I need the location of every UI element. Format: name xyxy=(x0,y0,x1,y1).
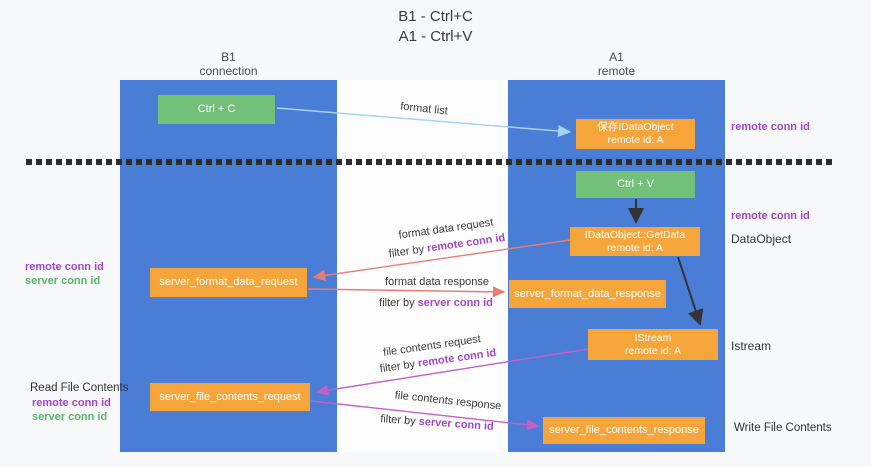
save-idataobject-box: 保存IDataObject remote id: A xyxy=(576,119,695,149)
annotation-read-file-contents: Read File Contents xyxy=(30,382,129,394)
title-line-2: A1 - Ctrl+V xyxy=(398,28,473,45)
server-format-data-response-box: server_format_data_response xyxy=(509,280,666,308)
annotation-left-server-conn-id-2: server conn id xyxy=(32,411,108,423)
dashed-separator-line xyxy=(26,159,832,165)
filter-by-text: filter by xyxy=(379,297,418,309)
filter-by-server-1-label: filter by server conn id xyxy=(379,297,493,309)
lane-a1-title: A1 xyxy=(609,50,624,64)
getdata-line2: remote id: A xyxy=(606,241,664,254)
idataobject-getdata-box: IDataObject::GetData remote id: A xyxy=(570,227,700,256)
annotation-left-remote-conn-id-1: remote conn id xyxy=(25,261,104,273)
annotation-dataobject: DataObject xyxy=(731,232,792,246)
ctrl-v-label: Ctrl + V xyxy=(617,178,654,190)
server-conn-id-text: server conn id xyxy=(417,297,493,309)
annotation-left-remote-conn-id-2: remote conn id xyxy=(32,397,111,409)
save-idataobject-line1: 保存IDataObject xyxy=(597,121,674,133)
server-format-data-request-box: server_format_data_request xyxy=(150,268,307,297)
istream-line1: IStream xyxy=(634,331,672,344)
lane-b1-title: B1 xyxy=(221,50,236,64)
annotation-write-file-contents: Write File Contents xyxy=(734,422,832,434)
server-file-contents-request-label: server_file_contents_request xyxy=(159,390,301,403)
lane-b1-subtitle: connection xyxy=(199,64,258,78)
server-file-contents-response-box: server_file_contents_response xyxy=(543,417,705,444)
title-line-1: B1 - Ctrl+C xyxy=(398,8,473,25)
ctrl-c-box: Ctrl + C xyxy=(158,95,275,124)
annotation-remote-conn-id-mid: remote conn id xyxy=(731,210,810,222)
ctrl-c-label: Ctrl + C xyxy=(197,103,236,115)
getdata-line1: IDataObject::GetData xyxy=(584,228,686,241)
server-file-contents-response-label: server_file_contents_response xyxy=(549,424,699,436)
lane-header-b1: B1 connection xyxy=(120,50,337,78)
server-format-data-request-label: server_format_data_request xyxy=(159,276,298,288)
lane-a1-subtitle: remote xyxy=(597,64,636,78)
server-file-contents-request-box: server_file_contents_request xyxy=(150,383,310,411)
save-idataobject-line2: remote id: A xyxy=(607,134,664,146)
diagram-title: B1 - Ctrl+C A1 - Ctrl+V xyxy=(0,7,871,47)
server-format-data-response-label: server_format_data_response xyxy=(514,287,661,300)
format-data-response-label: format data response xyxy=(385,276,489,288)
istream-line2: remote id: A xyxy=(624,344,682,357)
annotation-istream: Istream xyxy=(731,339,772,353)
ctrl-v-box: Ctrl + V xyxy=(576,171,695,198)
istream-box: IStream remote id: A xyxy=(588,329,718,360)
lane-header-a1: A1 remote xyxy=(508,50,725,78)
annotation-remote-conn-id-top: remote conn id xyxy=(731,121,810,133)
annotation-left-server-conn-id-1: server conn id xyxy=(25,275,101,287)
